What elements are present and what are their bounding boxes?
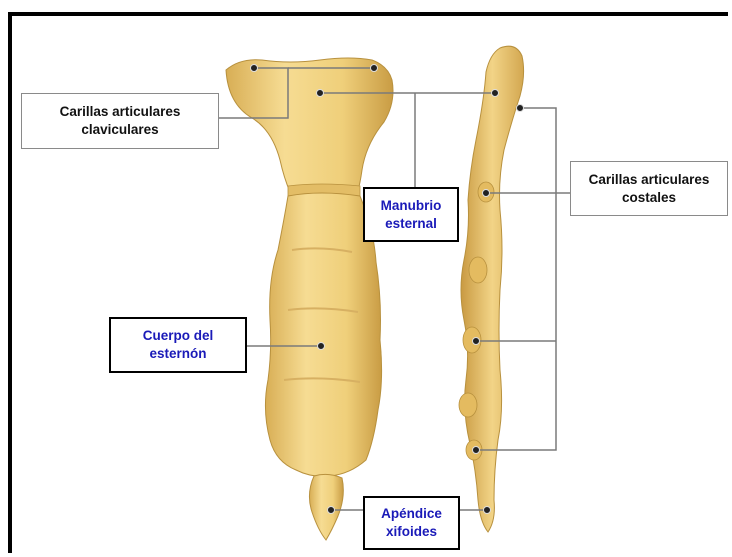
manubrium-front — [226, 58, 393, 192]
costal-facets-label: Carillas articulares costales — [570, 161, 728, 216]
clavicular-facets-label: Carillas articulares claviculares — [21, 93, 219, 149]
xiphoid-front — [309, 474, 343, 540]
sternum-body-label: Cuerpo del esternón — [109, 317, 247, 373]
xiphoid-label: Apéndice xifoides — [363, 496, 460, 550]
manubrium-label: Manubrio esternal — [363, 187, 459, 242]
